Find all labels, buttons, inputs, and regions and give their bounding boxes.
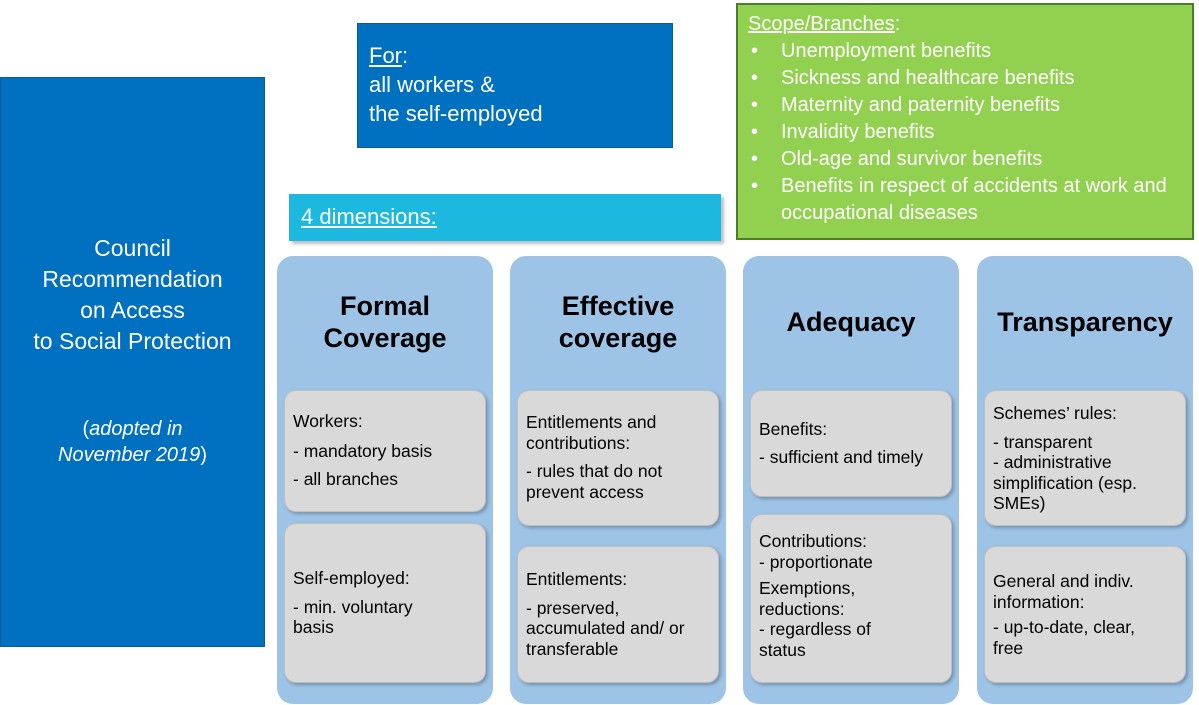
- card-line: transferable: [526, 638, 619, 659]
- card-line: - up-to-date, clear,: [993, 617, 1136, 637]
- card-line: - sufficient and timely: [759, 446, 924, 467]
- card-line: Exemptions,: [759, 578, 856, 598]
- card-line: Workers:: [293, 411, 363, 431]
- scope-item: Maternity and paternity benefits: [748, 92, 1192, 119]
- column-title: Effective coverage: [510, 290, 726, 354]
- adoption-paren-close: ): [200, 444, 207, 466]
- adoption-note: (adopted in November 2019): [1, 416, 264, 468]
- column-title-line: Coverage: [323, 323, 447, 353]
- column-title-line: Formal: [339, 291, 431, 321]
- column-title: Transparency: [977, 306, 1193, 338]
- council-title-line: to Social Protection: [33, 328, 232, 354]
- council-title-line: on Access: [80, 297, 185, 323]
- card-line: - administrative: [993, 452, 1112, 472]
- card-line: - proportionate: [759, 551, 873, 572]
- column-title: Adequacy: [743, 306, 959, 338]
- card-line: Contributions:: [759, 531, 867, 551]
- council-title-line: Recommendation: [42, 266, 223, 292]
- scope-list: Unemployment benefits Sickness and healt…: [748, 38, 1192, 227]
- for-line: the self-employed: [369, 101, 543, 126]
- column-title-line: coverage: [558, 323, 678, 353]
- card-line: - regardless of: [759, 619, 871, 639]
- council-title: Council Recommendation on Access to Soci…: [1, 233, 264, 357]
- card-line: free: [993, 637, 1024, 658]
- council-recommendation-box: Council Recommendation on Access to Soci…: [0, 77, 265, 647]
- card-line: - mandatory basis: [293, 440, 433, 461]
- card-line: status: [759, 639, 806, 660]
- scope-item: Benefits in respect of accidents at work…: [748, 173, 1191, 227]
- column-transparency: Transparency Schemes’ rules: - transpare…: [977, 256, 1193, 704]
- card-line: - min. voluntary: [293, 596, 413, 617]
- card-line: General and indiv.: [993, 571, 1134, 591]
- scope-item: Invalidity benefits: [748, 119, 1192, 146]
- for-line: all workers &: [369, 72, 495, 97]
- column-title: Formal Coverage: [277, 290, 493, 354]
- dimensions-label: 4 dimensions:: [301, 204, 437, 229]
- card-self-employed: Self-employed: - min. voluntary basis: [284, 523, 486, 683]
- card-line: simplification (esp.: [993, 472, 1137, 493]
- for-heading: For: [369, 43, 402, 68]
- card-benefits: Benefits: - sufficient and timely: [750, 390, 952, 497]
- card-line: contributions:: [526, 432, 631, 453]
- adoption-line: adopted in: [89, 418, 183, 440]
- column-formal-coverage: Formal Coverage Workers: - mandatory bas…: [277, 256, 493, 704]
- card-line: Entitlements and: [526, 412, 657, 432]
- card-line: prevent access: [526, 481, 644, 502]
- scope-item: Sickness and healthcare benefits: [748, 65, 1192, 92]
- card-entitlements-contributions: Entitlements and contributions: - rules …: [517, 390, 719, 526]
- card-line: accumulated and/ or: [526, 618, 685, 638]
- card-line: basis: [293, 617, 334, 637]
- scope-heading-colon: :: [894, 13, 901, 35]
- card-workers: Workers: - mandatory basis - all branche…: [284, 390, 486, 512]
- scope-branches-box: Scope/Branches: Unemployment benefits Si…: [736, 3, 1194, 240]
- card-line: information:: [993, 591, 1085, 612]
- card-line: Self-employed:: [293, 568, 410, 588]
- card-line: Benefits:: [759, 419, 828, 439]
- card-line: Schemes’ rules:: [993, 403, 1117, 423]
- column-effective-coverage: Effective coverage Entitlements and cont…: [510, 256, 726, 704]
- council-title-line: Council: [94, 235, 171, 261]
- card-entitlements: Entitlements: - preserved, accumulated a…: [517, 546, 719, 683]
- column-title-line: Effective: [561, 291, 675, 321]
- card-line: - preserved,: [526, 597, 620, 618]
- card-contributions: Contributions: - proportionate Exemption…: [750, 514, 952, 683]
- scope-heading: Scope/Branches: [748, 13, 895, 35]
- card-line: reductions:: [759, 598, 845, 619]
- for-box: For: all workers & the self-employed: [357, 23, 673, 148]
- for-heading-colon: :: [402, 43, 409, 68]
- card-line: Entitlements:: [526, 569, 628, 589]
- card-schemes-rules: Schemes’ rules: - transparent - administ…: [984, 390, 1186, 526]
- dimensions-banner: 4 dimensions:: [289, 194, 721, 241]
- scope-item: Old-age and survivor benefits: [748, 146, 1192, 173]
- card-line: - all branches: [293, 469, 399, 489]
- adoption-line: November 2019: [58, 444, 201, 466]
- card-line: - rules that do not: [526, 461, 663, 481]
- card-information: General and indiv. information: - up-to-…: [984, 546, 1186, 683]
- card-line: SMEs): [993, 493, 1046, 513]
- column-title-line: Transparency: [997, 307, 1173, 337]
- column-title-line: Adequacy: [786, 307, 916, 337]
- scope-item: Unemployment benefits: [748, 38, 1192, 65]
- column-adequacy: Adequacy Benefits: - sufficient and time…: [743, 256, 959, 704]
- adoption-paren-open: (: [82, 418, 90, 440]
- card-line: - transparent: [993, 431, 1093, 452]
